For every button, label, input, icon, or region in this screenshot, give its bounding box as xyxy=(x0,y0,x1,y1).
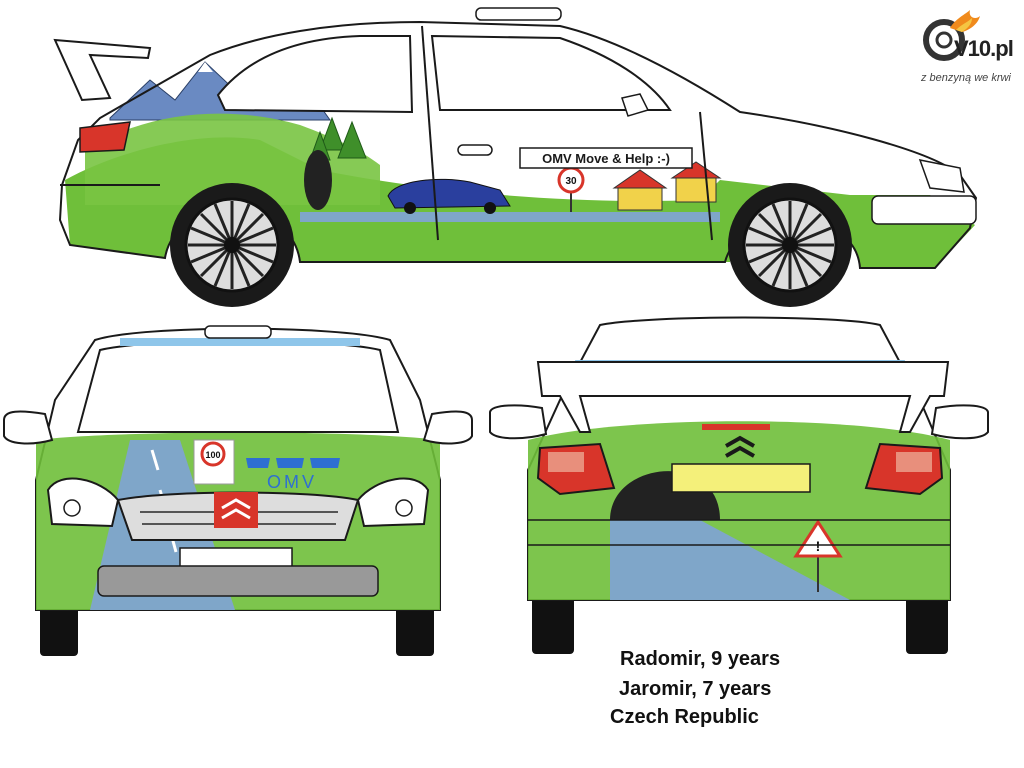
svg-text:!: ! xyxy=(816,538,821,554)
front-brand-text: OMV xyxy=(267,472,317,492)
front-right-headlight xyxy=(356,477,430,528)
rear-road xyxy=(610,520,850,600)
side-rear-spoiler xyxy=(53,38,152,102)
credit-country: Czech Republic xyxy=(610,706,759,728)
side-houses xyxy=(612,161,722,211)
rear-third-brake-light xyxy=(702,424,770,430)
front-right-mirror xyxy=(422,410,473,445)
front-left-headlight xyxy=(46,477,120,528)
front-speed-sign-value: 100 xyxy=(205,450,220,460)
rear-view: ! xyxy=(489,316,989,654)
side-view: 30 OMV Move & Help :-) xyxy=(53,7,978,307)
side-road xyxy=(300,212,720,222)
side-speed-sign: 30 xyxy=(557,166,585,212)
side-trees xyxy=(309,116,367,161)
front-view: 100 OMV xyxy=(3,325,473,656)
side-rear-wheel xyxy=(170,183,294,307)
side-tail-light xyxy=(79,121,131,153)
site-logo[interactable] xyxy=(922,8,1022,88)
front-lower-intake xyxy=(97,565,379,597)
front-speed-sign: 100 xyxy=(193,439,235,485)
logo-tagline: z benzyną we krwi xyxy=(921,72,1011,84)
side-front-window xyxy=(430,34,672,111)
side-mirror xyxy=(621,93,650,117)
rear-warning-sign: ! xyxy=(793,519,843,592)
logo-name: V10.pl xyxy=(954,36,1014,61)
side-roof-antenna xyxy=(475,7,562,21)
side-door-handle xyxy=(457,144,493,156)
rear-spoiler xyxy=(536,361,950,433)
rear-left-mirror xyxy=(489,404,548,440)
front-left-mirror xyxy=(3,410,54,445)
side-front-wheel xyxy=(728,183,852,307)
side-painted-tire xyxy=(304,150,332,210)
tire-flame-icon xyxy=(923,10,980,61)
rear-brand-badge xyxy=(725,435,755,458)
side-speed-sign-value: 30 xyxy=(565,176,577,187)
side-door-sign: OMV Move & Help :-) xyxy=(542,151,670,166)
side-head-light xyxy=(918,159,965,193)
front-windscreen xyxy=(76,340,400,433)
side-painted-car xyxy=(387,178,511,214)
side-rear-window xyxy=(216,35,414,114)
side-door-sign-box xyxy=(519,147,693,169)
rear-number-plate xyxy=(671,463,811,493)
front-omv-logo: OMV xyxy=(246,458,340,492)
credit-line-2: Jaromir, 7 years xyxy=(619,678,772,700)
credit-line-1: Radomir, 9 years xyxy=(620,648,781,670)
rear-right-mirror xyxy=(930,404,989,440)
